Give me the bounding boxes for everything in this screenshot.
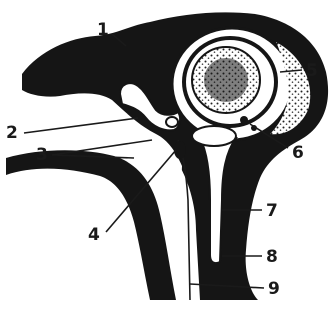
small-round-body xyxy=(166,117,178,127)
brain-core-dark xyxy=(204,58,248,102)
label-8: 8 xyxy=(266,247,278,267)
label-6: 6 xyxy=(292,143,304,163)
label-2: 2 xyxy=(6,123,18,143)
label-7: 7 xyxy=(266,201,278,221)
small-chamber xyxy=(192,126,236,146)
label-4: 4 xyxy=(88,225,100,245)
label-3: 3 xyxy=(36,145,48,165)
label-9: 9 xyxy=(268,279,280,299)
label-5: 5 xyxy=(306,61,318,81)
label-1: 1 xyxy=(97,20,109,40)
knob-a xyxy=(240,116,248,124)
